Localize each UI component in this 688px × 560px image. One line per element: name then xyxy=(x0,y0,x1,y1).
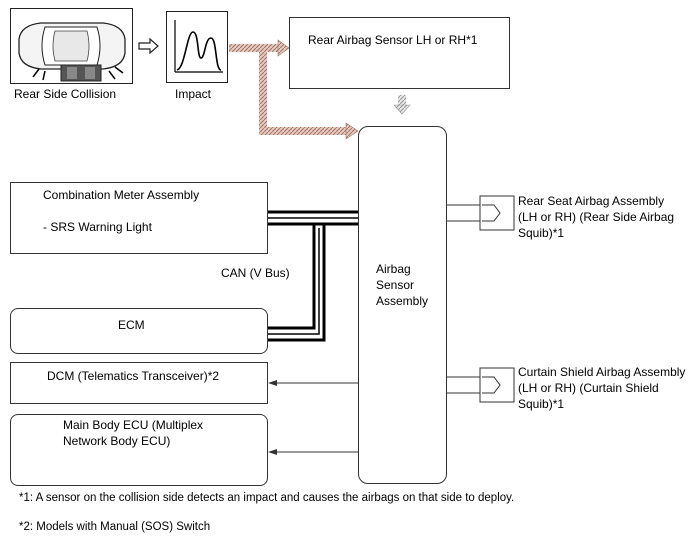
main-body-ecu-box: Main Body ECU (Multiplex Network Body EC… xyxy=(10,414,268,486)
collision-illustration xyxy=(10,8,133,84)
combination-meter-box: Combination Meter Assembly - SRS Warning… xyxy=(10,182,268,254)
can-bus-label: CAN (V Bus) xyxy=(221,266,290,280)
right-arrow-icon xyxy=(138,38,159,54)
combination-meter-title: Combination Meter Assembly xyxy=(43,188,200,202)
curtain-shield-airbag-label: Curtain Shield Airbag Assembly (LH or RH… xyxy=(518,365,686,411)
dcm-box: DCM (Telematics Transceiver)*2 xyxy=(10,362,268,404)
rear-airbag-sensor-label: Rear Airbag Sensor LH or RH*1 xyxy=(308,33,478,47)
srs-warning-light-label: - SRS Warning Light xyxy=(43,220,152,234)
impact-caption: Impact xyxy=(175,87,212,101)
can-bus-lines xyxy=(268,210,358,342)
to-dcm-arrow xyxy=(268,380,358,386)
dcm-label: DCM (Telematics Transceiver)*2 xyxy=(47,369,220,383)
footnote-2: *2: Models with Manual (SOS) Switch xyxy=(19,521,211,533)
ecm-box: ECM xyxy=(10,308,268,354)
car-icon xyxy=(18,22,126,82)
impact-graph xyxy=(166,11,228,83)
curtain-shield-squib-connector xyxy=(446,367,515,403)
rear-airbag-sensor-box: Rear Airbag Sensor LH or RH*1 xyxy=(289,17,510,89)
footnote-1: *1: A sensor on the collision side detec… xyxy=(19,492,515,504)
rear-sensor-to-airbag-sensor-arrow xyxy=(393,95,411,115)
collision-caption: Rear Side Collision xyxy=(14,87,117,101)
to-main-body-ecu-arrow xyxy=(268,449,358,455)
main-body-ecu-label: Main Body ECU (Multiplex Network Body EC… xyxy=(63,418,204,448)
airbag-sensor-assembly-box: Airbag Sensor Assembly xyxy=(358,126,447,484)
rear-seat-squib-connector xyxy=(446,195,515,231)
impact-to-airbag-sensor-arrow xyxy=(259,52,359,140)
impact-to-sensor-arrow xyxy=(229,39,290,57)
ecm-label: ECM xyxy=(118,318,145,332)
airbag-sensor-assembly-label: Airbag Sensor Assembly xyxy=(376,262,429,308)
impact-waveform-icon xyxy=(174,20,223,73)
rear-seat-airbag-label: Rear Seat Airbag Assembly (LH or RH) (Re… xyxy=(518,194,675,240)
